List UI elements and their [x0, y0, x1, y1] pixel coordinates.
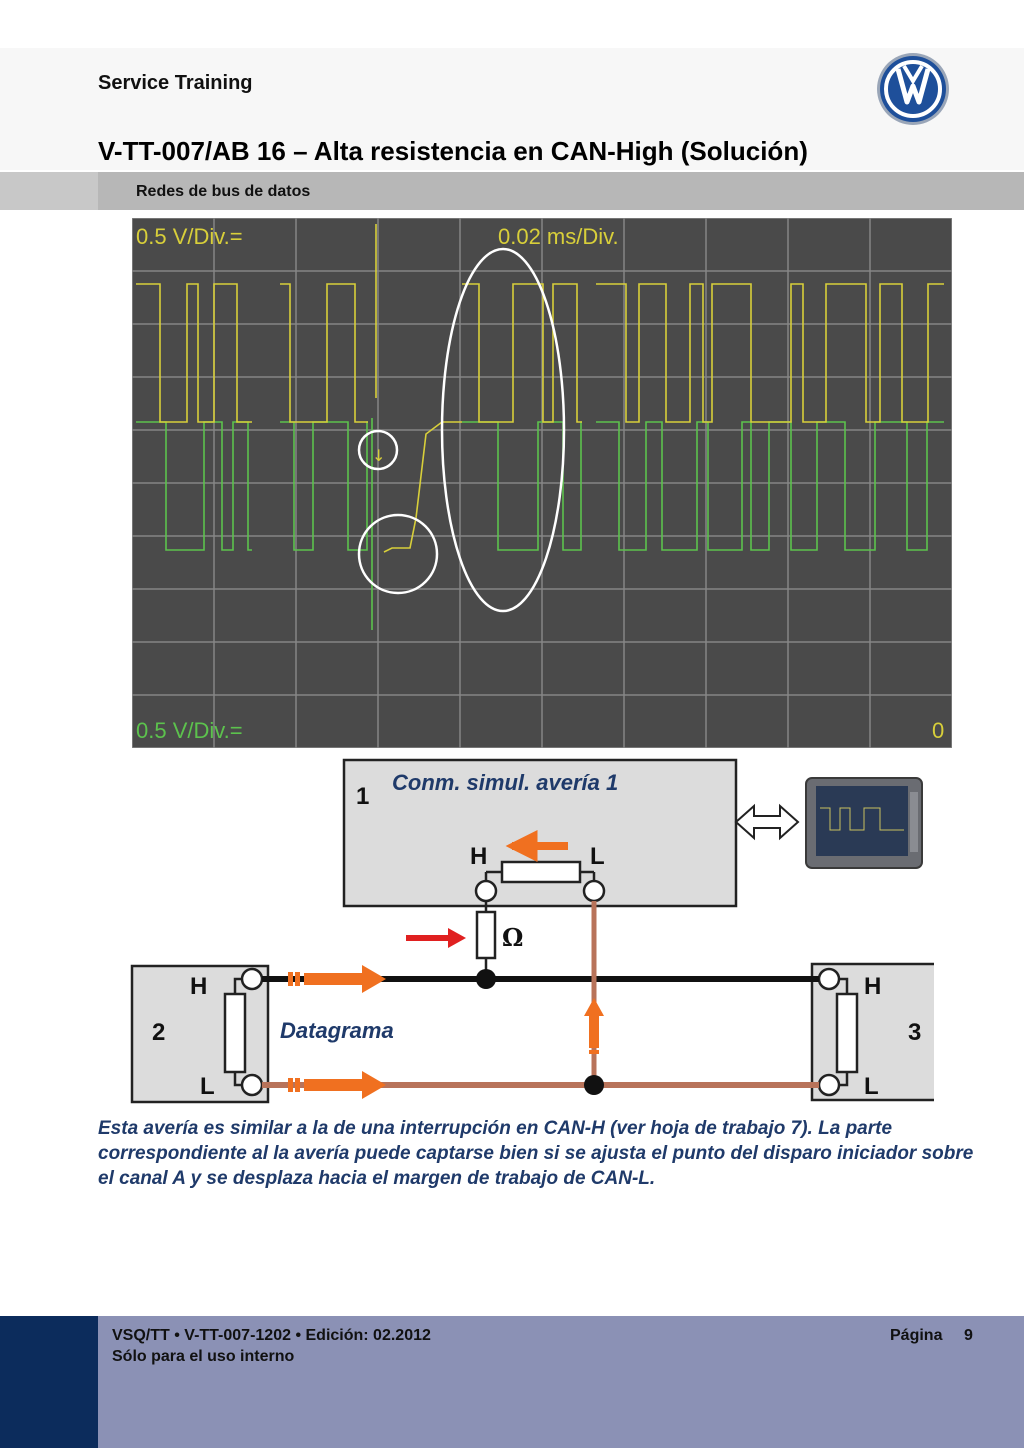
page-title: V-TT-007/AB 16 – Alta resistencia en CAN… [98, 136, 808, 166]
scope-ch-b-scale: 0.5 V/Div.= [136, 718, 243, 743]
fault-highlight-circle [357, 513, 439, 595]
box2-l-label: L [200, 1073, 215, 1100]
brand-label: Service Training [98, 72, 253, 94]
can-low-node [584, 1075, 604, 1095]
can-low-trace [136, 421, 944, 551]
box1-terminal-h [474, 879, 498, 903]
box2-terminal-l [240, 1073, 264, 1097]
box3-l-label: L [864, 1073, 879, 1100]
box3-terminal-h [817, 967, 841, 991]
recovery-curve [383, 421, 462, 553]
connection-arrow-icon [734, 803, 800, 841]
box3-h-label: H [864, 973, 881, 1000]
footer-page-label: Página [890, 1327, 943, 1344]
footer-internal-use: Sólo para el uso interno [112, 1348, 295, 1365]
box2-h-label: H [190, 973, 207, 1000]
header-background [0, 48, 1024, 170]
series-resistor [475, 910, 497, 960]
trigger-arrow-icon: ↓ [372, 446, 385, 465]
scope-ch-a-scale: 0.5 V/Div.= [136, 224, 243, 249]
box1-terminal-l [582, 879, 606, 903]
footer-dark-block [0, 1316, 98, 1448]
scope-time-scale: 0.02 ms/Div. [498, 224, 619, 249]
footer-page-number: 9 [964, 1327, 973, 1344]
footer-document-id: VSQ/TT • V-TT-007-1202 • Edición: 02.201… [112, 1327, 431, 1344]
circuit-diagram: 1 Conm. simul. avería 1 H L Ω H 2 L H 3 … [130, 758, 934, 1104]
datagram-label: Datagrama [280, 1018, 394, 1043]
box3-terminator [835, 992, 859, 1074]
box1-resistor [500, 860, 582, 884]
scope-zero-marker: 0 [932, 718, 944, 743]
vw-logo-icon [877, 53, 949, 125]
box3-number: 3 [908, 1019, 921, 1046]
can-high-trace [136, 283, 944, 423]
box1-title: Conm. simul. avería 1 [392, 770, 618, 795]
can-high-node [476, 969, 496, 989]
subtitle-bar [98, 172, 1024, 210]
trigger-marker-circle [357, 429, 399, 471]
box2-terminal-h [240, 967, 264, 991]
box3-terminal-l [817, 1073, 841, 1097]
footer-bar [98, 1316, 1024, 1448]
explanation-caption: Esta avería es similar a la de una inter… [98, 1118, 974, 1189]
box1-number: 1 [356, 783, 369, 810]
box2-terminator [223, 992, 247, 1074]
oscilloscope-screen: 0.5 V/Div.= 0.02 ms/Div. 0.5 V/Div.= 0 ↓ [132, 218, 952, 748]
subtitle-bar-left [0, 172, 98, 210]
box2-number: 2 [152, 1019, 165, 1046]
section-subtitle: Redes de bus de datos [136, 183, 311, 200]
box1-l-label: L [590, 843, 605, 870]
box1-h-label: H [470, 843, 487, 870]
fault-highlight-ellipse [440, 247, 566, 613]
ohm-symbol: Ω [502, 923, 523, 952]
